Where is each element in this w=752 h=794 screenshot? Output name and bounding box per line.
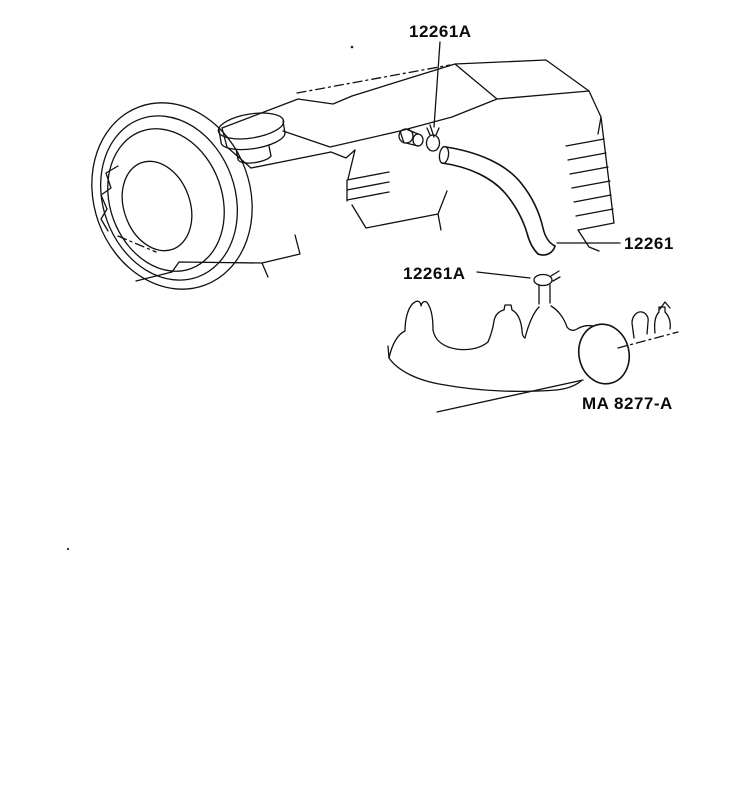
block-right-bottom: [577, 229, 600, 252]
manifold-end-cylinder: [577, 323, 631, 385]
lower-clamp-screw: [550, 270, 561, 282]
manifold-right-of-stub: [550, 305, 594, 331]
leader-upper-clamp: [433, 41, 441, 128]
hose-inner-curve: [441, 162, 539, 255]
fan-hub-oval: [121, 160, 193, 252]
block-right-edge: [600, 116, 615, 224]
cap-neck-arc: [237, 155, 272, 164]
leader-lines: [433, 41, 621, 279]
scan-speck: [66, 547, 70, 551]
fan-outer-ring: [91, 102, 253, 290]
manifold-runner-2: [487, 304, 526, 343]
lower-clamp-drawing: [533, 270, 561, 305]
stub-pipe-sides: [538, 284, 551, 305]
part-label-hose: 12261: [624, 234, 674, 253]
upper-clamp-ears: [426, 127, 440, 136]
scan-speck: [350, 45, 354, 49]
manifold-left-rise: [388, 330, 406, 359]
shroud-left-tabs: [100, 165, 119, 232]
hose-end-cap: [537, 245, 556, 256]
manifold-stub-rise: [524, 306, 540, 339]
manifold-bottom-edge: [388, 357, 582, 393]
manifold-right-centerline: [617, 331, 679, 349]
part-label-lower-clamp: 12261A: [403, 264, 466, 283]
front-grill-lines: [346, 171, 390, 202]
block-mid-edge: [351, 190, 448, 229]
cap-sides: [218, 120, 286, 143]
valve-cover-top-left-edge: [221, 95, 353, 129]
manifold-underline: [436, 379, 584, 413]
engine-assembly-drawing: [221, 59, 615, 252]
figure-code-label: MA 8277-A: [582, 394, 673, 413]
cap-neck-sides: [235, 145, 272, 160]
upper-clamp-ring: [425, 134, 441, 152]
part-label-upper-clamp: 12261A: [409, 22, 472, 41]
valve-cover-ridge-centerline: [296, 64, 451, 94]
manifold-right-brackets: [631, 306, 671, 339]
fitting-nose-oval: [412, 133, 424, 147]
ventilation-hose-drawing: [438, 145, 556, 256]
fan-inner-ring: [107, 128, 225, 272]
oil-filler-cap-drawing: [217, 112, 286, 164]
cap-bottom-arc: [220, 132, 286, 151]
leader-lower-clamp: [476, 271, 531, 279]
grill-connector: [347, 149, 356, 180]
valve-cover-front-edge: [282, 98, 498, 148]
hose-upper-opening: [438, 145, 450, 165]
pcv-fitting-drawing: [398, 127, 441, 152]
fitting-connectors: [405, 128, 419, 147]
hose-outer-curve: [445, 146, 556, 247]
block-right-ribs: [565, 138, 615, 231]
manifold-valley: [432, 329, 489, 351]
block-mid-tick: [437, 213, 442, 231]
valve-cover-recess: [454, 59, 590, 100]
cover-left-corner: [221, 127, 252, 169]
manifold-left-end: [387, 345, 390, 359]
cover-lower-front-edge: [250, 149, 356, 169]
lower-clamp-ring: [533, 273, 553, 287]
block-right-profile: [588, 90, 602, 135]
manifold-runner-1: [404, 300, 434, 332]
shroud-bottom-zigzag: [135, 234, 301, 282]
intake-manifold-drawing: [387, 300, 679, 413]
fan-shroud-drawing: [91, 102, 301, 290]
fan-middle-ring: [99, 115, 239, 281]
shroud-centerline: [117, 235, 157, 253]
manifold-right-tick: [659, 301, 671, 310]
